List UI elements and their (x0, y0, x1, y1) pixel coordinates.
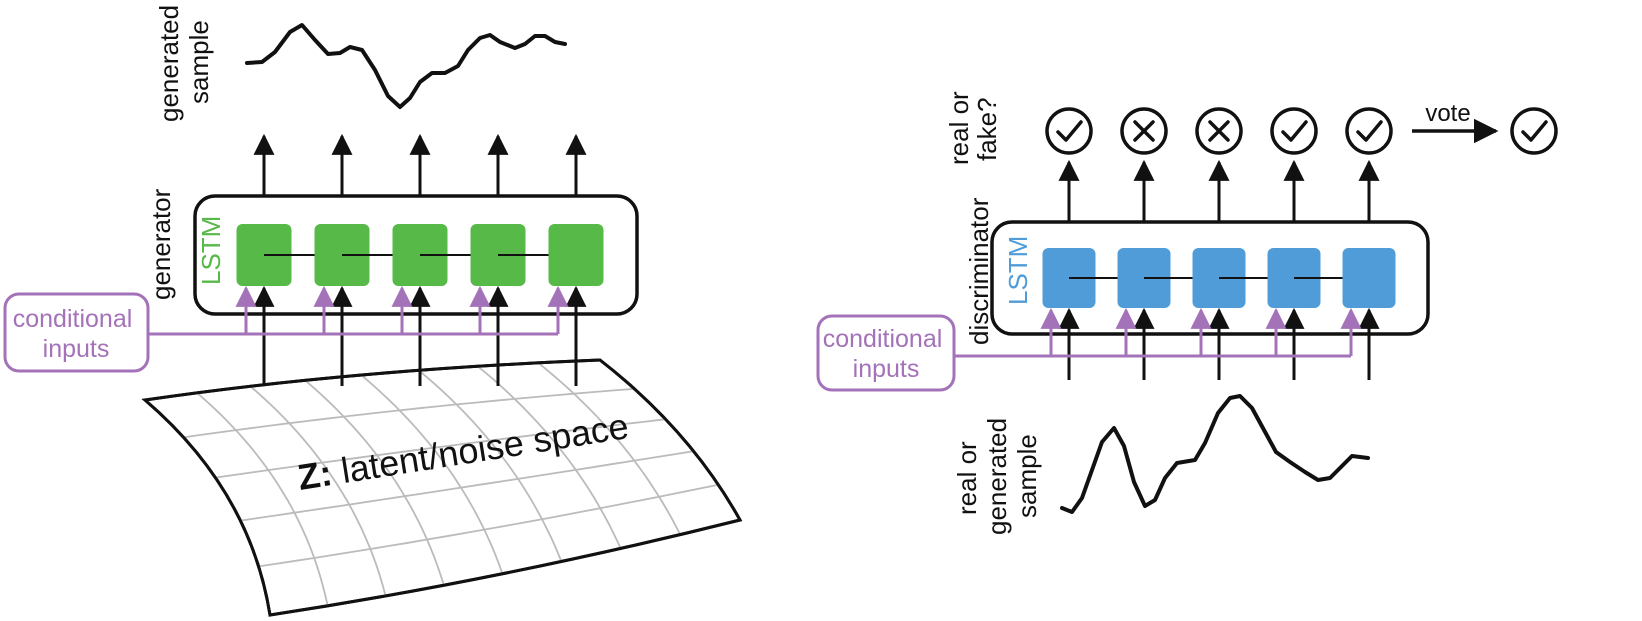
real-or-generated-line2: generated (982, 418, 1012, 535)
discriminator-lstm-label: LSTM (1003, 236, 1033, 305)
generator-conditional-box (3, 292, 150, 373)
discriminator-outputs (1045, 107, 1558, 155)
latent-grid-line (215, 418, 666, 479)
check-icon (1270, 107, 1318, 155)
latent-grid-line (249, 385, 387, 597)
latent-grid-line (258, 483, 719, 568)
check-icon (1045, 107, 1093, 155)
generator-conditional-label: conditional inputs (13, 305, 139, 363)
latent-grid (183, 362, 719, 607)
latent-grid-line (418, 369, 563, 562)
real-or-fake-line2: fake? (972, 97, 1002, 161)
generated-sample-label-line2: sample (184, 20, 214, 104)
discriminator-conditional-label: conditional inputs (823, 325, 949, 383)
latent-grid-line (240, 450, 694, 522)
generator-lstm-label: LSTM (196, 216, 226, 285)
latent-grid-line (304, 379, 445, 586)
discriminator-cells (954, 159, 1396, 380)
generated-sample-curve (245, 23, 567, 109)
generator-side-label: generator (146, 188, 176, 300)
generator-conditional-line2: inputs (43, 335, 110, 363)
generator-conditional-line1: conditional (13, 305, 133, 333)
real-or-fake-line1: real or (944, 91, 974, 165)
real-or-generated-line1: real or (952, 441, 982, 515)
vote-label: vote (1425, 100, 1470, 127)
discriminator-conditional-line2: inputs (853, 355, 920, 383)
generator-lstm-cell (548, 224, 604, 286)
real-or-generated-line3: sample (1012, 434, 1042, 518)
latent-space-label: Z: latent/noise space (295, 405, 631, 498)
generated-sample-label: generated sample (154, 0, 214, 122)
cross-icon (1195, 107, 1243, 155)
latent-grid-line (183, 387, 635, 439)
latent-prefix: Z: (295, 452, 335, 498)
real-or-fake-label: real or fake? (944, 84, 1002, 165)
cross-icon (1120, 107, 1168, 155)
latent-grid-line (196, 392, 329, 607)
generated-sample-label-line1: generated (154, 5, 184, 122)
generator-cells (148, 133, 604, 386)
discriminator-conditional-box (816, 314, 956, 392)
latent-grid-line (360, 374, 504, 575)
check-icon (1510, 107, 1558, 155)
discriminator-panel: real or fake? vote discriminator LSTM co… (816, 84, 1558, 535)
generator-panel: Z: latent/noise space generated sample g… (3, 0, 743, 617)
check-icon (1345, 107, 1393, 155)
latent-space-surface: Z: latent/noise space (141, 358, 743, 617)
discriminator-conditional-line1: conditional (823, 325, 943, 353)
discriminator-lstm-cell (1342, 248, 1396, 308)
latent-grid-line (477, 365, 622, 549)
latent-grid-line (537, 362, 682, 536)
discriminator-side-label: discriminator (964, 197, 994, 345)
real-or-generated-sample-curve (1060, 394, 1370, 514)
real-or-generated-label: real or generated sample (952, 411, 1042, 535)
